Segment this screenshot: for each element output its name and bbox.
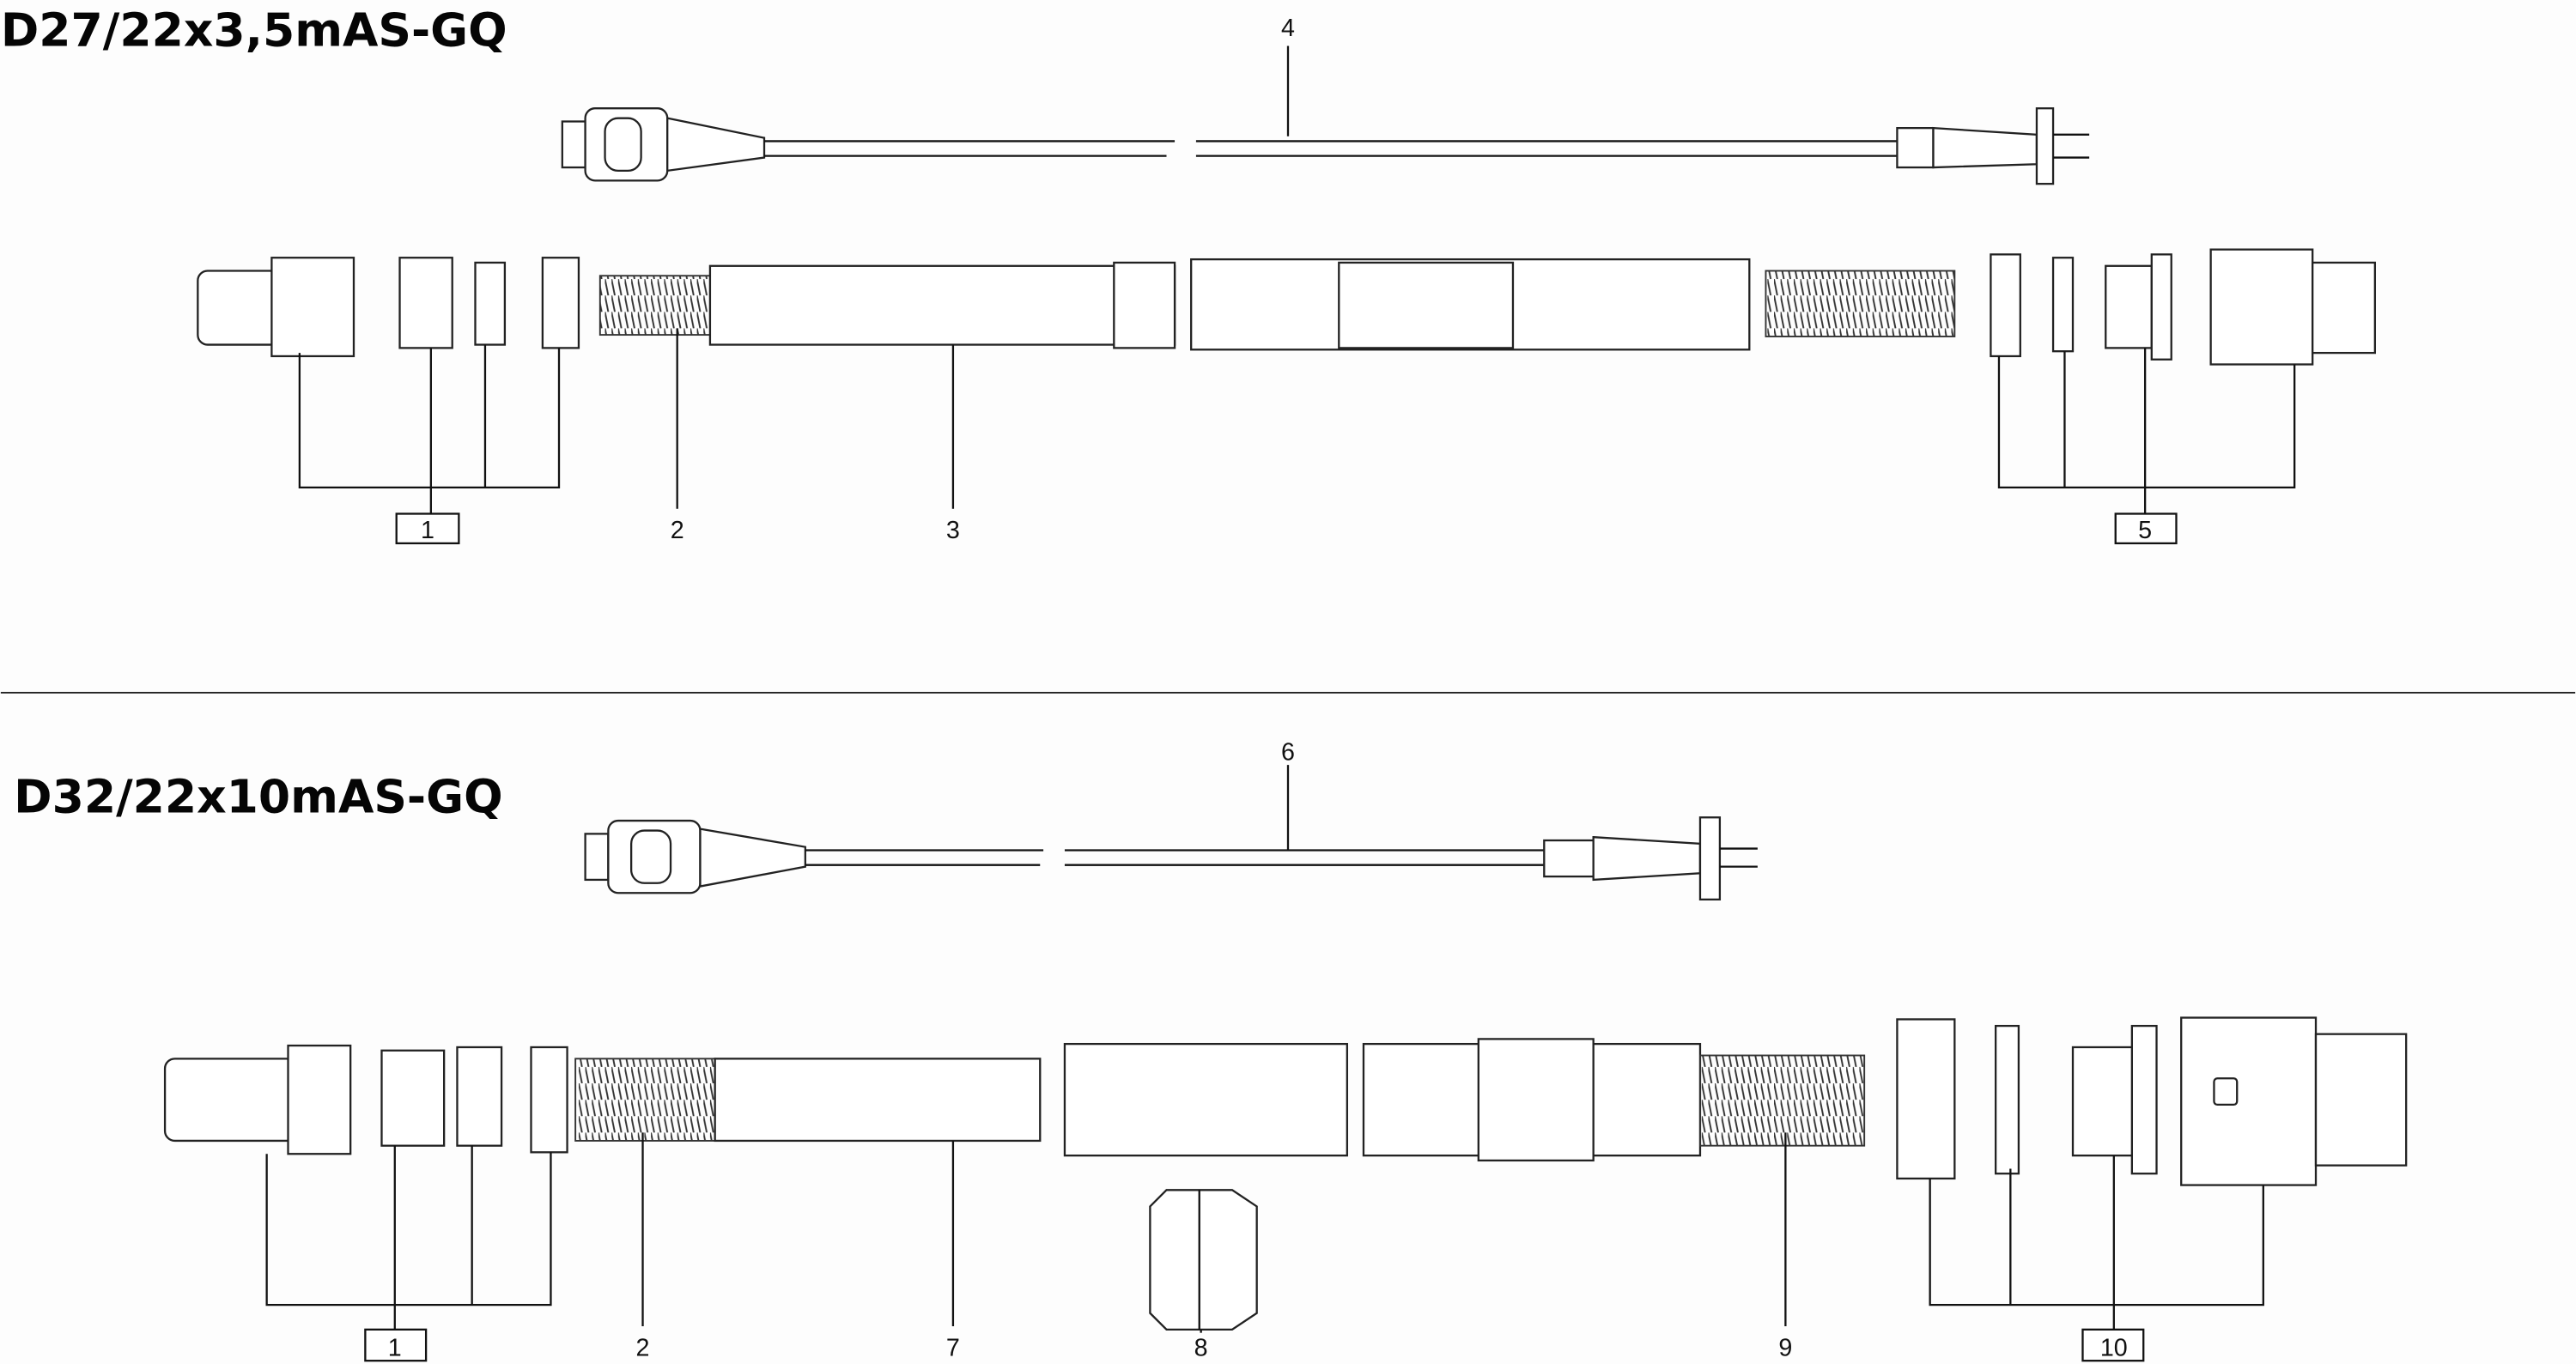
hose [708,258,1751,351]
seal-ring-b [456,1046,503,1147]
seal-ring-e [2051,257,2075,353]
callout-1: 1 [421,517,434,544]
callout-10: 10 [2100,1334,2128,1361]
nozzle-left [163,1044,352,1155]
hose-sleeve-spring [574,1058,716,1142]
hose-sleeve-spring [598,275,711,336]
clip [1149,1189,1258,1331]
nozzle-left [197,257,355,358]
hose-sleeve-spring-right [1698,1054,1866,1147]
seal-ring-c [530,1046,568,1154]
hose-spring-right [1765,270,1956,337]
adapter-ring [2071,1024,2158,1175]
section-title: D27/22x3,5mAS-GQ [1,3,507,58]
callout-5: 5 [2138,517,2152,544]
connector-sleeve-right [2180,1016,2408,1186]
seal-ring-d [1990,253,2021,358]
callout-2: 2 [636,1334,650,1361]
callout-8: 8 [1194,1334,1208,1361]
power-cable [584,816,1758,901]
callout-7: 7 [946,1334,960,1361]
seal-ring-e [1994,1024,2020,1175]
callout-2: 2 [671,517,684,544]
section-title: D32/22x10mAS-GQ [14,770,502,824]
section-d27: D27/22x3,5mAS-GQ 4 [1,3,2376,544]
connector-sleeve-right [2209,248,2376,366]
adapter-ring [2105,253,2172,361]
seal-ring-a [398,257,453,349]
section-d32: D32/22x10mAS-GQ 6 [14,738,2408,1361]
callout-6: 6 [1281,738,1295,766]
as-logo-icon [2213,1077,2239,1106]
seal-ring-d [1896,1018,1956,1180]
seal-ring-b [474,261,507,346]
seal-ring-c [541,257,580,349]
callout-3: 3 [946,517,960,544]
callout-9: 9 [1778,1334,1792,1361]
callout-1: 1 [388,1334,402,1361]
seal-ring-a [380,1049,446,1147]
power-cable [561,107,2090,185]
hose [714,1038,1702,1162]
callout-4: 4 [1281,15,1295,42]
